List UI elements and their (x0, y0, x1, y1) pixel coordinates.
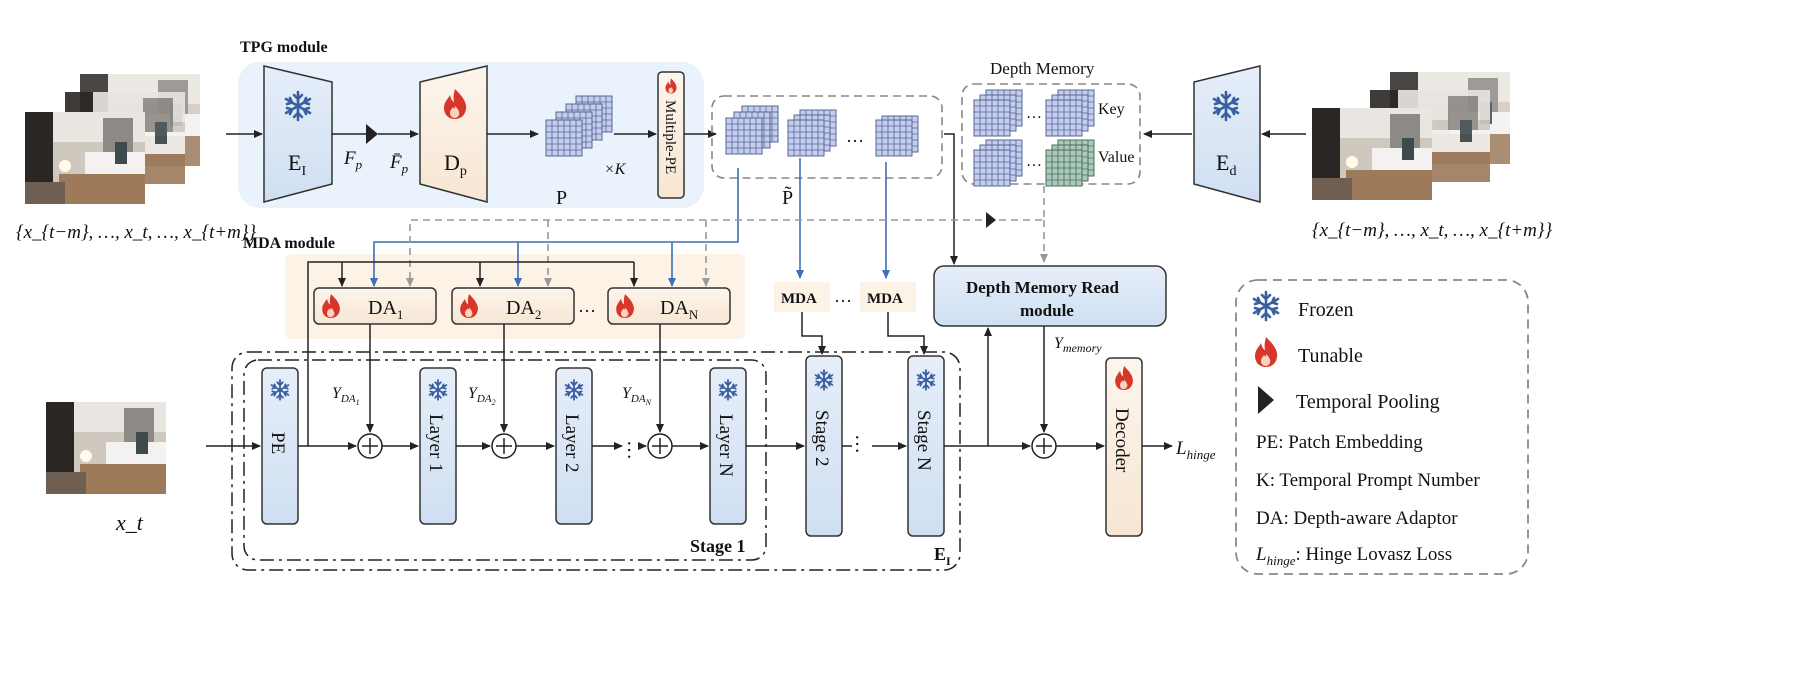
legend-box (1235, 279, 1529, 575)
multiple-pe-label: Multiple-PE (662, 100, 678, 174)
p-tilde-grid-1 (725, 105, 779, 155)
da-block-n: DAN (607, 287, 731, 325)
decoder-label: Decoder (1111, 408, 1132, 473)
mda-module-label: MDA module (243, 235, 335, 252)
mda-block-1-label: MDA (781, 291, 817, 307)
legend-def-pe: PE: Patch Embedding (1256, 432, 1423, 453)
flame-icon (1255, 337, 1278, 367)
stage1-container (243, 359, 767, 561)
memory-key-ellipsis: … (1026, 105, 1042, 122)
svg-text:DA2: DA2 (506, 297, 541, 322)
stage-n-label: Stage N (913, 410, 934, 471)
pe-label: PE (267, 432, 288, 454)
depth-memory-label: Depth Memory (990, 59, 1095, 78)
decoder-block (1105, 357, 1143, 537)
layer-n-label: Layer N (715, 414, 736, 477)
input-frame-label: x_t (115, 510, 144, 535)
prompt-generator-label: Dp (444, 150, 467, 179)
tpg-module-label: TPG module (240, 39, 328, 56)
memory-key-grid-n (1045, 89, 1095, 137)
layer-ellipsis: … (623, 440, 645, 460)
stage-2-label: Stage 2 (811, 410, 832, 466)
memory-value-grid-1 (973, 139, 1023, 187)
legend-def-k: K: Temporal Prompt Number (1256, 470, 1480, 491)
da-block-1: DA1 (313, 287, 437, 325)
prompt-generator-tunable (419, 65, 488, 203)
p-tilde-label: P̃ (782, 185, 793, 209)
add-node-2 (491, 433, 517, 459)
y-memory-label: Ymemory (1054, 335, 1102, 355)
legend-pooling: Temporal Pooling (1296, 391, 1440, 413)
p-tilde-grid-2 (787, 109, 837, 157)
stage1-label: Stage 1 (690, 536, 746, 556)
input-clip-right (1312, 72, 1510, 200)
add-node-memory (1031, 433, 1057, 459)
legend-def-da: DA: Depth-aware Adaptor (1256, 508, 1458, 529)
memory-value-ellipsis: … (1026, 153, 1042, 170)
svg-text:DA1: DA1 (368, 297, 403, 322)
y-dan-label: YDAN (622, 385, 652, 407)
legend-tunable: Tunable (1298, 345, 1363, 367)
da-block-2: DA2 (451, 287, 575, 325)
memory-value-label: Value (1098, 149, 1134, 166)
mda-block-2 (860, 282, 916, 312)
memory-key-grid-1 (973, 89, 1023, 137)
depth-memory-read-module (933, 265, 1167, 327)
times-k-label: ×K (604, 161, 627, 178)
loss-label: Lhinge (1175, 438, 1216, 462)
p-tilde-container (711, 95, 943, 179)
temporal-pooling-icon (366, 124, 378, 144)
depth-encoder-frozen (1193, 65, 1261, 203)
p-label: P (556, 187, 567, 209)
temporal-pooling-icon (1258, 386, 1274, 414)
fp-label: Fp (343, 148, 363, 172)
memory-value-grid-n (1045, 139, 1095, 187)
p-tilde-grid-n (875, 115, 919, 157)
input-clip-right-label: {x_{t−m}, …, x_t, …, x_{t+m}} (1312, 220, 1552, 241)
da-ellipsis: … (578, 296, 596, 316)
input-clip-left (25, 74, 200, 204)
depth-memory-read-label-1: Depth Memory Read (966, 278, 1120, 297)
multiple-pe-block (657, 71, 685, 199)
depth-encoder-label: Ed (1216, 150, 1236, 179)
y-da2-label: YDA2 (468, 385, 496, 407)
image-encoder-frozen (263, 65, 333, 203)
input-clip-left-label: {x_{t−m}, …, x_t, …, x_{t+m}} (16, 222, 256, 243)
legend-frozen: Frozen (1298, 299, 1354, 321)
fp-bar-label: F̄p (389, 152, 409, 176)
layer-2-label: Layer 2 (561, 414, 582, 473)
legend-def-loss: Lhinge: Hinge Lovasz Loss (1255, 544, 1452, 568)
stage-ellipsis: … (851, 434, 873, 454)
image-encoder-label: EI (288, 150, 306, 179)
y-da1-label: YDA1 (332, 385, 360, 407)
add-node-1 (357, 433, 383, 459)
mda-block-2-label: MDA (867, 291, 903, 307)
add-node-n (647, 433, 673, 459)
depth-memory-read-label-2: module (1020, 301, 1074, 320)
mda-ellipsis: … (834, 286, 852, 306)
svg-text:DAN: DAN (660, 297, 699, 322)
encoder-ei-label: EI (934, 544, 951, 568)
mda-block-1 (774, 282, 830, 312)
memory-key-label: Key (1098, 101, 1125, 118)
layer-1-label: Layer 1 (425, 414, 446, 473)
snowflake-icon (1252, 290, 1280, 322)
input-frame (46, 402, 166, 494)
p-tilde-ellipsis: … (846, 126, 864, 146)
encoder-ei-container (231, 351, 961, 571)
